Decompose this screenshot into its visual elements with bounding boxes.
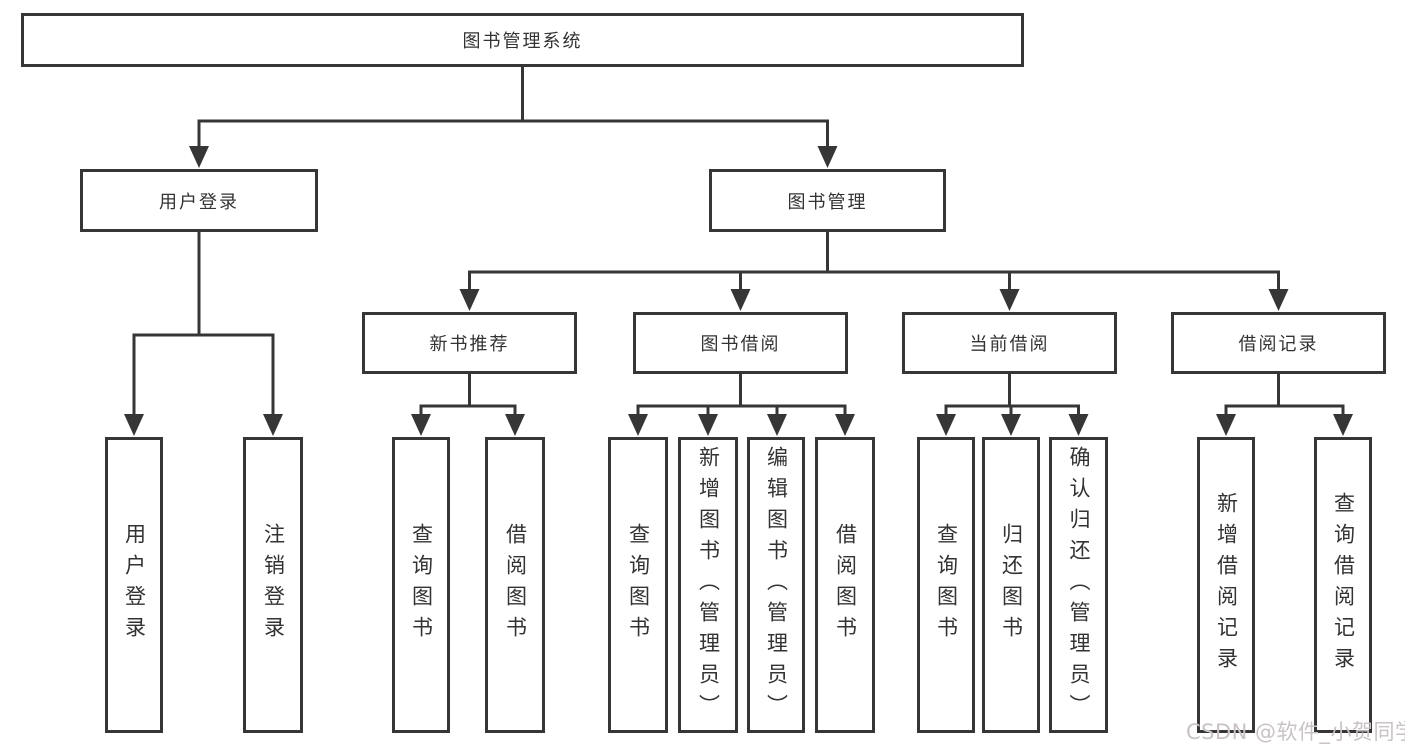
leaf-label: 新增借阅记录 <box>1214 492 1239 678</box>
leaf-label: 借阅图书 <box>503 523 528 647</box>
node-book-borrow: 图书借阅 <box>633 312 848 374</box>
leaf-label: 注销登录 <box>261 523 286 647</box>
arrowhead <box>817 146 838 168</box>
leaf-label: 查询借阅记录 <box>1331 492 1356 678</box>
arrowhead <box>936 414 956 436</box>
node-borrow-record: 借阅记录 <box>1171 312 1386 374</box>
arrowhead <box>459 289 480 311</box>
node-leaf-cb-confirm-return-admin: 确认归还（管理员） <box>1049 437 1108 733</box>
node-leaf-br-query-record: 查询借阅记录 <box>1314 437 1372 733</box>
node-leaf-bb-borrow-book: 借阅图书 <box>815 437 875 733</box>
arrowhead <box>835 414 855 436</box>
arrowhead <box>1333 414 1353 436</box>
node-root-system: 图书管理系统 <box>21 13 1024 67</box>
leaf-label: 归还图书 <box>999 523 1024 647</box>
leaf-label: 用户登录 <box>122 523 147 647</box>
node-book-mgmt: 图书管理 <box>709 169 946 232</box>
connector-new-book-to-leaves <box>411 372 525 436</box>
node-leaf-cb-return-book: 归还图书 <box>982 437 1040 733</box>
leaf-label: 借阅图书 <box>833 523 858 647</box>
csdn-watermark: CSDN @软件_小贺同学 <box>1186 720 1405 744</box>
arrowhead <box>1001 414 1021 436</box>
leaf-label: 编辑图书（管理员） <box>764 445 789 725</box>
arrowhead <box>505 414 525 436</box>
arrowhead <box>999 289 1020 311</box>
leaf-label: 查询图书 <box>409 523 434 647</box>
node-leaf-bb-add-book-admin: 新增图书（管理员） <box>678 437 738 733</box>
connector-root-to-level2 <box>189 65 838 168</box>
arrowhead <box>767 414 787 436</box>
connector-user-login-to-leaves <box>124 230 283 436</box>
arrowhead <box>1216 414 1236 436</box>
node-leaf-bb-query-book: 查询图书 <box>608 437 668 733</box>
connector-book-mgmt-to-level3 <box>459 230 1289 311</box>
node-leaf-logout: 注销登录 <box>243 437 303 733</box>
node-new-book: 新书推荐 <box>362 312 577 374</box>
connector-borrow-record-to-leaves <box>1216 372 1353 436</box>
arrowhead <box>698 414 718 436</box>
arrowhead <box>1068 414 1089 436</box>
arrowhead <box>189 146 209 168</box>
leaf-label: 确认归还（管理员） <box>1067 445 1091 725</box>
connector-current-borrow-to-leaves <box>936 372 1089 436</box>
arrowhead <box>124 414 144 436</box>
arrowhead <box>411 414 431 436</box>
node-leaf-nb-query-book: 查询图书 <box>392 437 450 733</box>
leaf-label: 查询图书 <box>934 523 959 647</box>
connector-book-borrow-to-leaves <box>628 372 855 436</box>
node-leaf-br-add-record: 新增借阅记录 <box>1197 437 1255 733</box>
arrowhead <box>628 414 648 436</box>
node-leaf-cb-query-book: 查询图书 <box>917 437 975 733</box>
arrowhead <box>730 289 751 311</box>
node-user-login: 用户登录 <box>80 169 318 232</box>
node-leaf-nb-borrow-book: 借阅图书 <box>485 437 545 733</box>
leaf-label: 查询图书 <box>626 523 651 647</box>
node-leaf-bb-edit-book-admin: 编辑图书（管理员） <box>747 437 805 733</box>
arrowhead <box>263 414 283 436</box>
node-leaf-user-login: 用户登录 <box>105 437 163 733</box>
arrowhead <box>1268 289 1289 311</box>
leaf-label: 新增图书（管理员） <box>696 445 721 725</box>
node-current-borrow: 当前借阅 <box>902 312 1117 374</box>
